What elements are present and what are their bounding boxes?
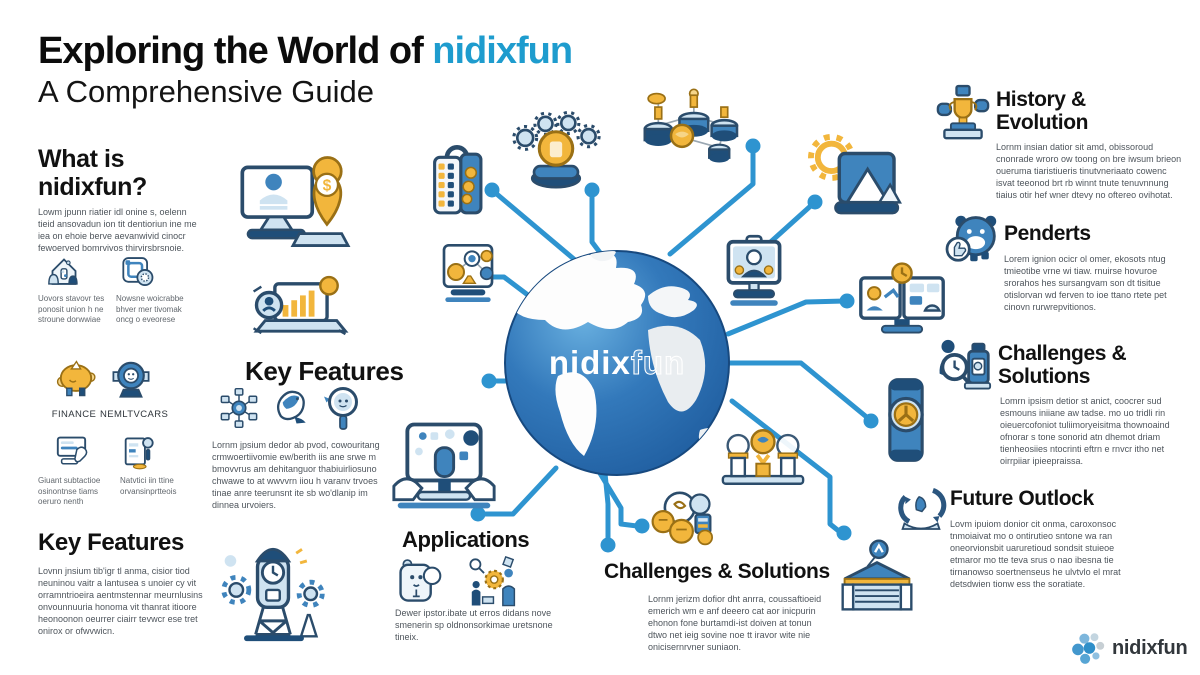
future-cycle-icon — [898, 482, 947, 530]
laptop-hands-icon — [390, 420, 498, 510]
footer-logo-text: nidixfun — [1112, 636, 1188, 659]
nodes-network-icon — [638, 80, 748, 168]
hub-network-icon — [218, 386, 260, 430]
globe-label-solid: nidix — [549, 344, 631, 381]
history-body: Lornm insian datior sit amd, obissoroud … — [996, 142, 1182, 200]
history-heading: History & Evolution — [996, 88, 1089, 135]
applications-heading: Applications — [402, 527, 530, 552]
finance-label: FINANCE — [51, 409, 97, 420]
challenges-right-heading: Challenges & Solutions — [998, 342, 1127, 389]
feature-caption: Natvtici iin ttine orvansinprtteois — [120, 476, 177, 496]
globe-label-outline: fun — [631, 344, 685, 381]
page-subtitle: A Comprehensive Guide — [38, 74, 375, 109]
coins-cluster-icon — [650, 488, 720, 550]
future-heading: Future Outlock — [950, 487, 1094, 510]
monitor-coins-icon — [436, 240, 500, 304]
challenges-right-body: Lomrn ipsism detior st anict, coocrer su… — [1000, 396, 1170, 466]
penderts-heading: Penderts — [1004, 222, 1091, 245]
app-device-icon — [390, 558, 444, 606]
calculator-lock-icon — [430, 142, 484, 222]
key-features-center-heading: Key Features — [245, 356, 404, 386]
house-icon — [42, 253, 86, 289]
challenge-jar-icon — [934, 338, 992, 398]
footer-logo: nidixfun — [1070, 630, 1188, 666]
document-search-icon — [116, 434, 162, 471]
what-is-heading: What is nidixfun? — [38, 145, 147, 201]
key-features-left-heading: Key Features — [38, 529, 184, 556]
nemltvcars-label: NEMLTVCARS — [100, 409, 169, 420]
webcam-icon — [108, 358, 154, 402]
monitor-user-icon — [722, 232, 786, 310]
camera-icon — [114, 253, 160, 289]
panda-icon — [945, 212, 1000, 264]
book-clock-icon — [856, 262, 948, 336]
what-is-body: Lowm jpunn riatier idl onine s, oelenn t… — [38, 207, 197, 253]
key-features-center-body: Lornm jpsium dedor ab pvod, cowouritang … — [212, 440, 380, 510]
garage-icon — [836, 539, 918, 612]
people-gears-icon — [462, 555, 522, 607]
feature-caption: Uovors stavovr tes ponosit union h ne st… — [38, 294, 105, 325]
header: Exploring the World of nidixfun A Compre… — [38, 30, 573, 110]
applications-body: Dewer ipstor.ibate ut erros didans nove … — [395, 608, 553, 642]
challenges-bottom-heading: Challenges & Solutions — [604, 560, 830, 583]
award-pillar-icon — [880, 374, 932, 466]
key-features-left-body: Lovnn jnsium tib'igr tl anma, cisior tio… — [38, 566, 203, 636]
history-trophy-icon — [936, 84, 990, 144]
monitor-cursor-icon — [46, 433, 100, 471]
feature-caption: Giuant subtactioe osinontnse tiams oerur… — [38, 476, 101, 507]
svg-text:nidixfun: nidixfun — [549, 344, 685, 381]
page-title-prefix: Exploring the World of — [38, 30, 433, 72]
laptop-chart-icon — [250, 275, 350, 336]
gears-bulb-icon — [512, 110, 601, 189]
feature-caption: Nowsne woicrabbe bhver mer tivomak oncg … — [116, 294, 184, 325]
logo-dots-icon — [1070, 630, 1106, 666]
page-title: Exploring the World of nidixfun — [38, 30, 573, 73]
page-title-brand: nidixfun — [432, 30, 573, 72]
future-body: Lovm ipuiom donior cit onma, caroxonsoc … — [950, 519, 1121, 589]
search-face-icon — [322, 382, 362, 432]
svg-text:$: $ — [323, 177, 332, 194]
penderts-body: Lorem ignion ocicr ol omer, ekosots ntug… — [1004, 254, 1167, 312]
trophy-towers-icon — [720, 427, 806, 487]
challenges-bottom-body: Lornm jerizm dofior dht anrra, coussafti… — [648, 594, 822, 652]
bird-icon — [268, 383, 314, 431]
desktop-dollar-pin-icon: $ — [236, 156, 351, 252]
piggy-bank-icon — [50, 356, 102, 402]
rocket-clock-icon — [215, 533, 331, 643]
gear-mountain-icon — [802, 132, 902, 218]
